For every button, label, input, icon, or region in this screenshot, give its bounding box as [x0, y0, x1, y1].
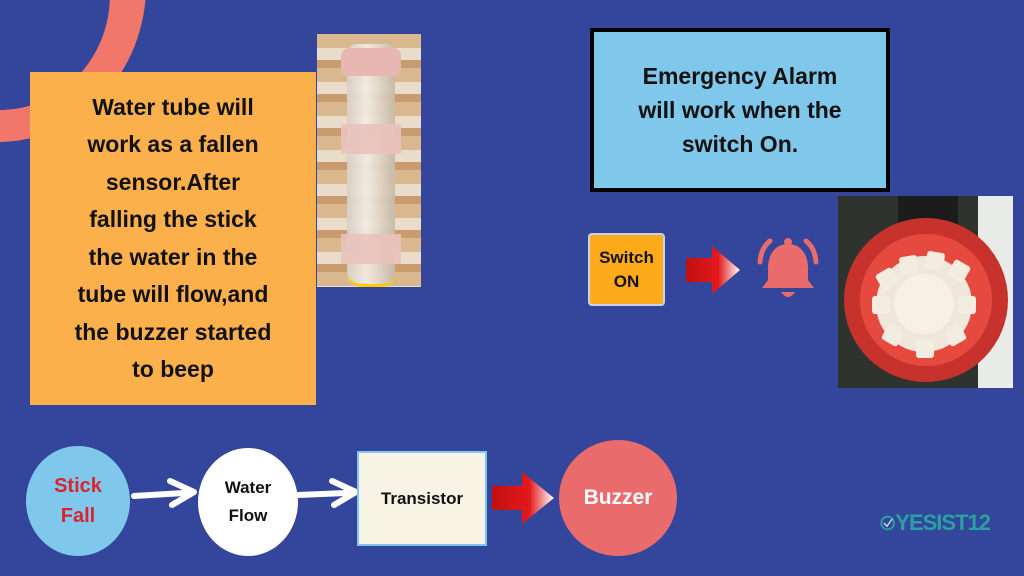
buzzer-photo	[838, 196, 1013, 388]
transistor-label: Transistor	[380, 488, 464, 508]
white-chevron-arrow-icon	[295, 478, 359, 508]
tube-tape-band	[341, 234, 401, 264]
buzzer-node: Buzzer	[559, 440, 677, 556]
buzzer-label: Buzzer	[583, 486, 653, 509]
white-chevron-arrow-icon	[131, 478, 197, 508]
logo-text: YESIST12	[895, 510, 991, 535]
switch-on-label: Switch ON	[599, 247, 654, 291]
yesist12-logo: YESIST12	[880, 503, 991, 543]
stick-fall-label: Stick Fall	[54, 475, 102, 527]
fallen-sensor-description: Water tube will work as a fallen sensor.…	[30, 72, 316, 405]
stick-fall-node: Stick Fall	[26, 446, 130, 556]
water-flow-node: Water Flow	[198, 448, 298, 556]
tube-cap	[341, 48, 401, 76]
bell-icon	[757, 238, 819, 297]
emergency-alarm-box: Emergency Alarm will work when the switc…	[590, 28, 890, 192]
tube-tape-band	[341, 124, 401, 154]
emergency-alarm-text: Emergency Alarm will work when the switc…	[638, 63, 842, 157]
fallen-sensor-text: Water tube will work as a fallen sensor.…	[74, 93, 272, 383]
red-arrow-icon	[686, 246, 740, 294]
tube-wire	[347, 272, 397, 287]
water-flow-label: Water Flow	[224, 478, 272, 525]
switch-on-button[interactable]: Switch ON	[588, 233, 665, 306]
logo-globe-icon	[880, 515, 895, 531]
buzzer-device-image	[838, 196, 1013, 388]
water-tube-photo	[317, 34, 421, 287]
transistor-node: Transistor	[357, 451, 487, 546]
red-arrow-icon	[492, 472, 554, 524]
